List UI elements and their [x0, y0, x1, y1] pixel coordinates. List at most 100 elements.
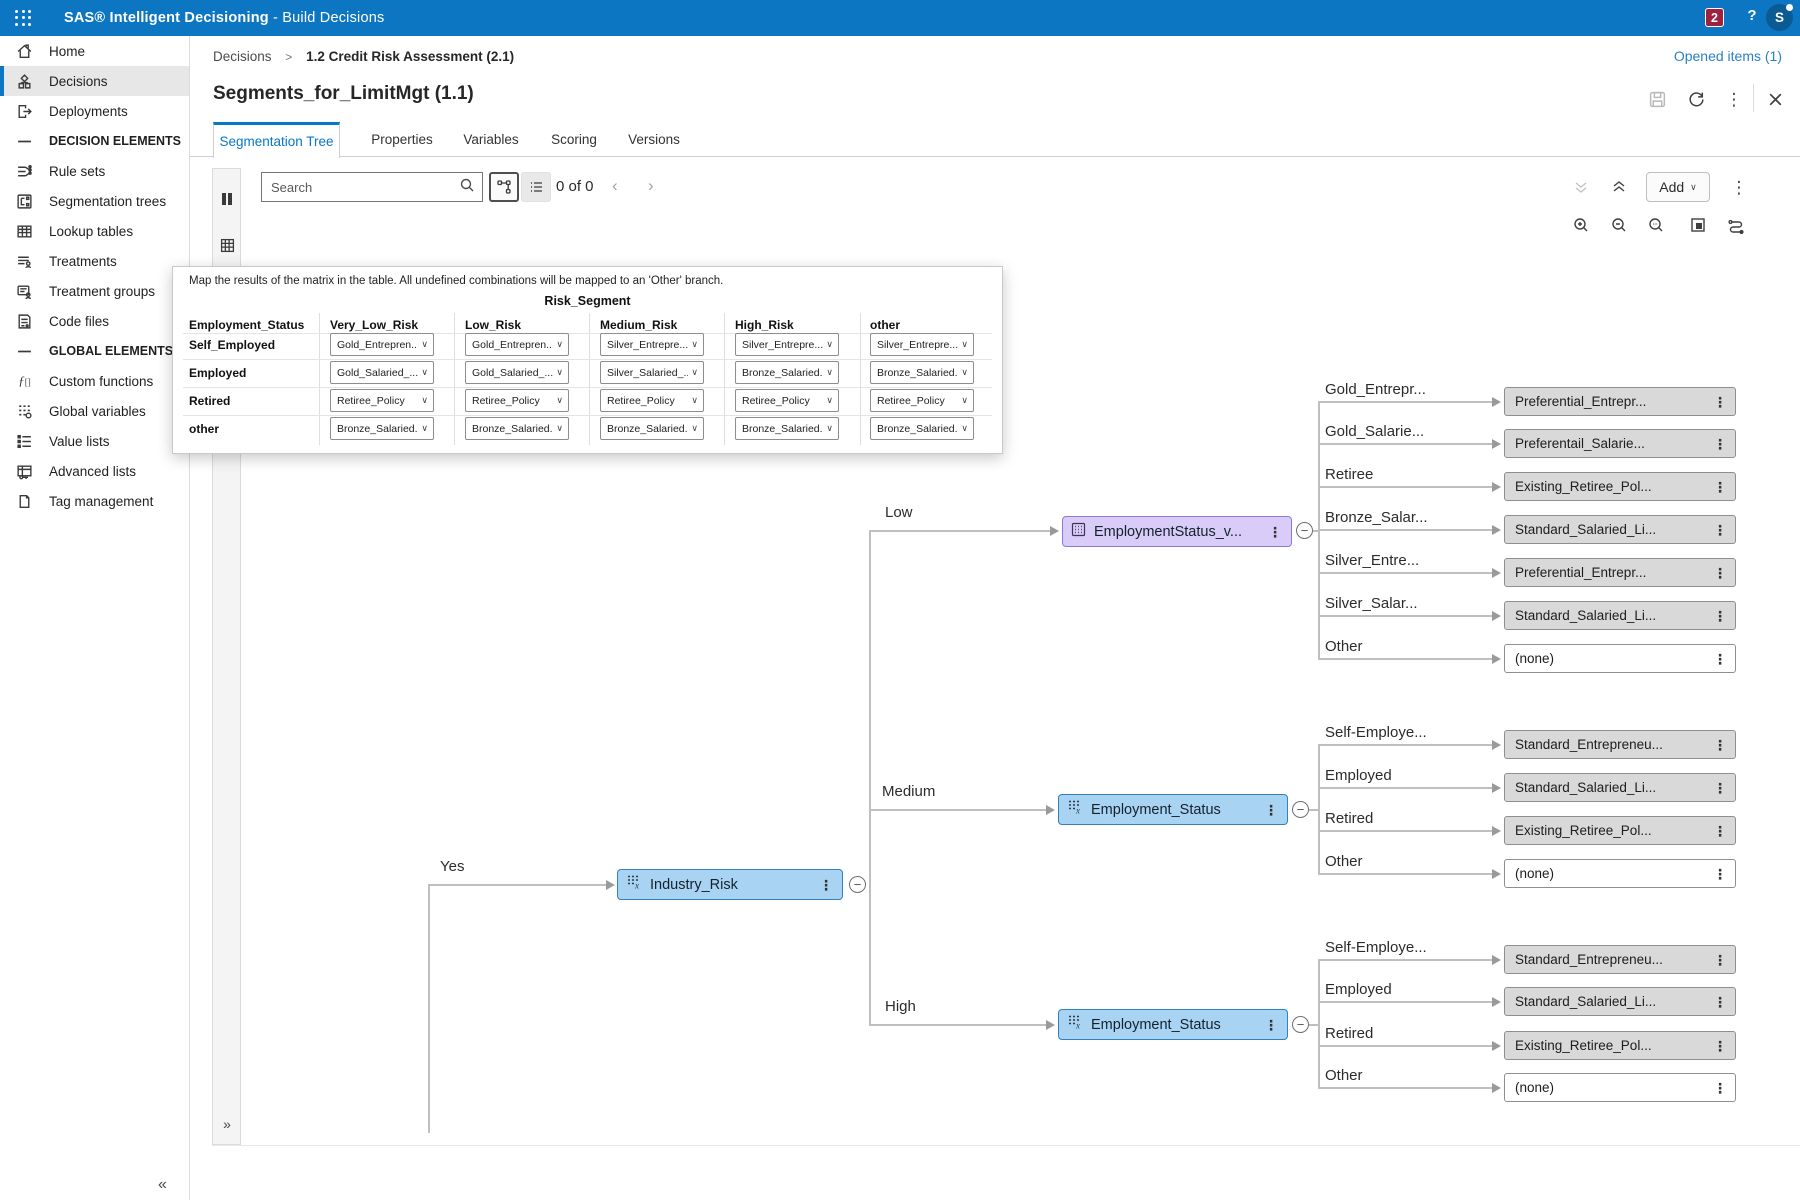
node-menu-icon[interactable]: ⋮ [1264, 1016, 1278, 1033]
leaf-menu-icon[interactable]: ⋮ [1713, 607, 1727, 624]
matrix-select[interactable]: Retiree_Policy∨ [870, 389, 974, 412]
matrix-select[interactable]: Gold_Salaried_...∨ [465, 361, 569, 384]
matrix-select[interactable]: Silver_Entrepre...∨ [870, 333, 974, 356]
collapse-node-button[interactable]: − [849, 876, 866, 893]
sidebar-item-deployments[interactable]: Deployments [0, 96, 189, 126]
sidebar-item-segmentation-trees[interactable]: Segmentation trees [0, 186, 189, 216]
opened-items-link[interactable]: Opened items (1) [1673, 48, 1782, 64]
tab-versions[interactable]: Versions [628, 132, 680, 147]
tree-view-toggle[interactable] [489, 172, 519, 202]
previous-result-icon[interactable]: ‹ [612, 176, 618, 195]
sidebar-item-lookup-tables[interactable]: Lookup tables [0, 216, 189, 246]
tab-segmentation-tree[interactable]: Segmentation Tree [213, 122, 340, 158]
leaf-menu-icon[interactable]: ⋮ [1713, 1037, 1727, 1054]
breadcrumb-parent[interactable]: Decisions [213, 49, 272, 64]
leaf-node[interactable]: Standard_Entrepreneu...⋮ [1504, 730, 1736, 759]
matrix-select[interactable]: Bronze_Salaried...∨ [735, 417, 839, 440]
matrix-select[interactable]: Retiree_Policy∨ [735, 389, 839, 412]
tree-node-employmentstatus-matrix[interactable]: EmploymentStatus_v... ⋮ [1062, 516, 1292, 547]
apps-grid-icon[interactable] [15, 9, 32, 27]
collapse-node-button[interactable]: − [1292, 801, 1309, 818]
search-input[interactable] [262, 179, 459, 195]
leaf-menu-icon[interactable]: ⋮ [1713, 993, 1727, 1010]
sidebar-item-rule-sets[interactable]: Rule sets [0, 156, 189, 186]
leaf-node[interactable]: Standard_Salaried_Li...⋮ [1504, 601, 1736, 630]
matrix-select[interactable]: Retiree_Policy∨ [330, 389, 434, 412]
tree-node-employment-status[interactable]: x Employment_Status ⋮ [1058, 794, 1288, 825]
sidebar-item-global-variables[interactable]: Global variables [0, 396, 189, 426]
leaf-node[interactable]: Preferential_Entrepr...⋮ [1504, 558, 1736, 587]
matrix-select[interactable]: Bronze_Salaried...∨ [870, 417, 974, 440]
sidebar-item-home[interactable]: Home [0, 36, 189, 66]
leaf-menu-icon[interactable]: ⋮ [1713, 478, 1727, 495]
leaf-menu-icon[interactable]: ⋮ [1713, 736, 1727, 753]
leaf-node-none[interactable]: (none)⋮ [1504, 644, 1736, 673]
matrix-table-icon[interactable] [219, 237, 235, 253]
tab-scoring[interactable]: Scoring [551, 132, 597, 147]
leaf-node-none[interactable]: (none)⋮ [1504, 859, 1736, 888]
next-result-icon[interactable]: › [648, 176, 654, 195]
sidebar-item-treatment-groups[interactable]: Treatment groups [0, 276, 189, 306]
matrix-select[interactable]: Bronze_Salaried...∨ [870, 361, 974, 384]
side-panel-icon[interactable] [219, 191, 235, 207]
sidebar-item-code-files[interactable]: Code files [0, 306, 189, 336]
node-menu-icon[interactable]: ⋮ [1264, 801, 1278, 818]
matrix-select[interactable]: Retiree_Policy∨ [600, 389, 704, 412]
zoom-reset-icon[interactable] [1645, 214, 1667, 236]
leaf-node[interactable]: Existing_Retiree_Pol...⋮ [1504, 472, 1736, 501]
collapse-node-button[interactable]: − [1296, 522, 1313, 539]
tree-node-industry-risk[interactable]: x Industry_Risk ⋮ [617, 869, 843, 900]
help-icon[interactable]: ? [1747, 7, 1757, 24]
sidebar-collapse-icon[interactable]: « [158, 1176, 167, 1193]
leaf-menu-icon[interactable]: ⋮ [1713, 822, 1727, 839]
leaf-menu-icon[interactable]: ⋮ [1713, 393, 1727, 410]
leaf-node[interactable]: Standard_Entrepreneu...⋮ [1504, 945, 1736, 974]
matrix-select[interactable]: Silver_Salaried_...∨ [600, 361, 704, 384]
fit-to-window-icon[interactable] [1687, 214, 1709, 236]
sidebar-item-tag-management[interactable]: Tag management [0, 486, 189, 516]
sidebar-item-treatments[interactable]: Treatments [0, 246, 189, 276]
sidebar-item-advanced-lists[interactable]: Advanced lists [0, 456, 189, 486]
leaf-menu-icon[interactable]: ⋮ [1713, 521, 1727, 538]
leaf-node[interactable]: Preferentail_Salarie...⋮ [1504, 429, 1736, 458]
close-icon[interactable] [1764, 88, 1786, 110]
leaf-node[interactable]: Standard_Salaried_Li...⋮ [1504, 773, 1736, 802]
matrix-select[interactable]: Bronze_Salaried...∨ [465, 417, 569, 440]
matrix-select[interactable]: Bronze_Salaried...∨ [735, 361, 839, 384]
title-more-menu-icon[interactable]: ⋮ [1725, 89, 1743, 109]
notification-badge[interactable]: 2 [1705, 8, 1724, 27]
leaf-menu-icon[interactable]: ⋮ [1713, 564, 1727, 581]
matrix-select[interactable]: Bronze_Salaried...∨ [600, 417, 704, 440]
tab-variables[interactable]: Variables [463, 132, 519, 147]
leaf-node[interactable]: Standard_Salaried_Li...⋮ [1504, 515, 1736, 544]
sidebar-item-decisions[interactable]: Decisions [0, 66, 189, 96]
refresh-icon[interactable] [1685, 88, 1707, 110]
expand-all-icon[interactable] [1570, 176, 1592, 198]
tree-node-employment-status[interactable]: x Employment_Status ⋮ [1058, 1009, 1288, 1040]
leaf-menu-icon[interactable]: ⋮ [1713, 435, 1727, 452]
expand-panel-icon[interactable]: » [223, 1116, 231, 1132]
auto-layout-icon[interactable] [1725, 214, 1747, 236]
matrix-select[interactable]: Gold_Entrepren...∨ [465, 333, 569, 356]
toolbar-more-menu-icon[interactable]: ⋮ [1730, 177, 1748, 197]
add-button[interactable]: Add∨ [1646, 172, 1710, 202]
leaf-menu-icon[interactable]: ⋮ [1713, 865, 1727, 882]
collapse-node-button[interactable]: − [1292, 1016, 1309, 1033]
leaf-node[interactable]: Preferential_Entrepr...⋮ [1504, 387, 1736, 416]
zoom-out-icon[interactable] [1608, 214, 1630, 236]
list-view-toggle[interactable] [521, 172, 551, 202]
leaf-node[interactable]: Existing_Retiree_Pol...⋮ [1504, 1031, 1736, 1060]
leaf-menu-icon[interactable]: ⋮ [1713, 951, 1727, 968]
sidebar-item-value-lists[interactable]: Value lists [0, 426, 189, 456]
matrix-select[interactable]: Silver_Entrepre...∨ [600, 333, 704, 356]
zoom-in-icon[interactable] [1570, 214, 1592, 236]
leaf-menu-icon[interactable]: ⋮ [1713, 1079, 1727, 1096]
leaf-menu-icon[interactable]: ⋮ [1713, 779, 1727, 796]
matrix-select[interactable]: Bronze_Salaried...∨ [330, 417, 434, 440]
leaf-node[interactable]: Existing_Retiree_Pol...⋮ [1504, 816, 1736, 845]
tab-properties[interactable]: Properties [371, 132, 433, 147]
leaf-node-none[interactable]: (none)⋮ [1504, 1073, 1736, 1102]
search-icon[interactable] [459, 177, 475, 198]
sidebar-item-custom-functions[interactable]: ƒ[] Custom functions [0, 366, 189, 396]
node-menu-icon[interactable]: ⋮ [819, 876, 833, 893]
